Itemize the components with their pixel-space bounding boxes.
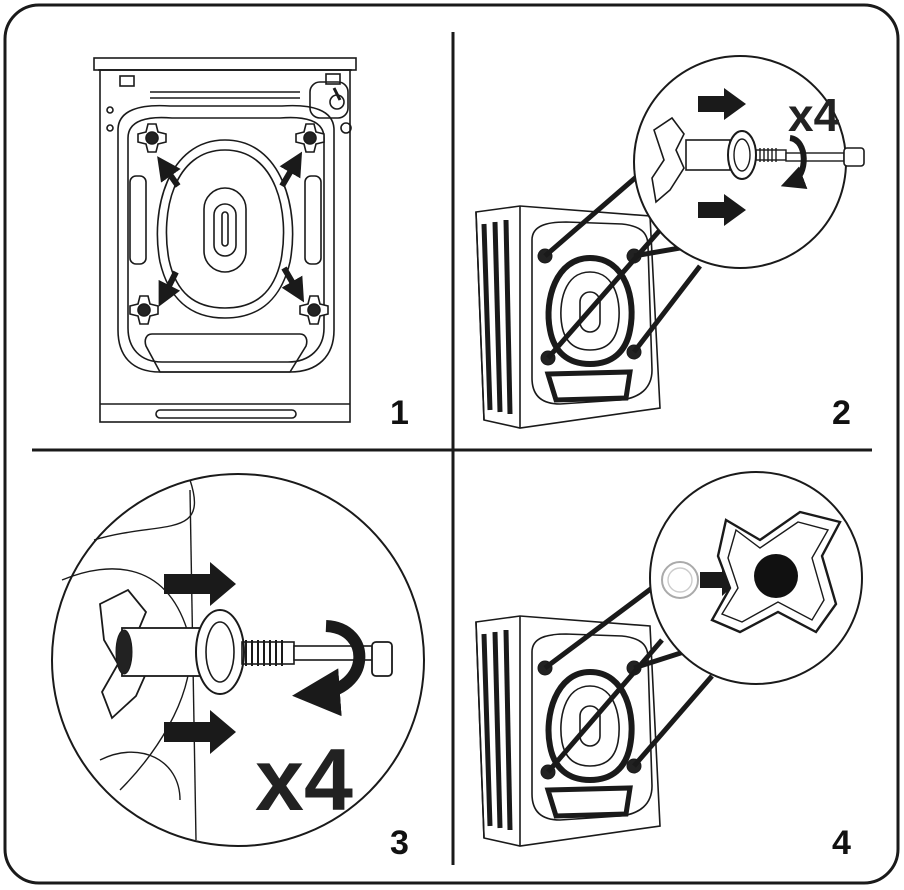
panel-1-bolts [129, 123, 329, 325]
panel-4-zoom-circle [649, 471, 863, 685]
panel-1-rear-view [93, 57, 357, 423]
multiplier-label-step-2: x4 [788, 89, 840, 141]
step-number-1: 1 [390, 394, 409, 432]
panel-2-zoom-circle [633, 55, 865, 269]
step-number-2: 2 [832, 394, 851, 432]
step-number-4: 4 [832, 824, 851, 862]
panel-1-arrows [157, 151, 305, 307]
panel-2-leader-lines [543, 170, 702, 360]
outer-frame [3, 3, 900, 885]
panel-3-zoom-circle [51, 473, 425, 847]
panel-4-leader-lines [543, 585, 714, 774]
panel-4-machine [475, 615, 661, 847]
multiplier-label-step-3: x4 [255, 730, 353, 829]
panel-2-machine [475, 205, 661, 429]
step-number-3: 3 [390, 824, 409, 862]
